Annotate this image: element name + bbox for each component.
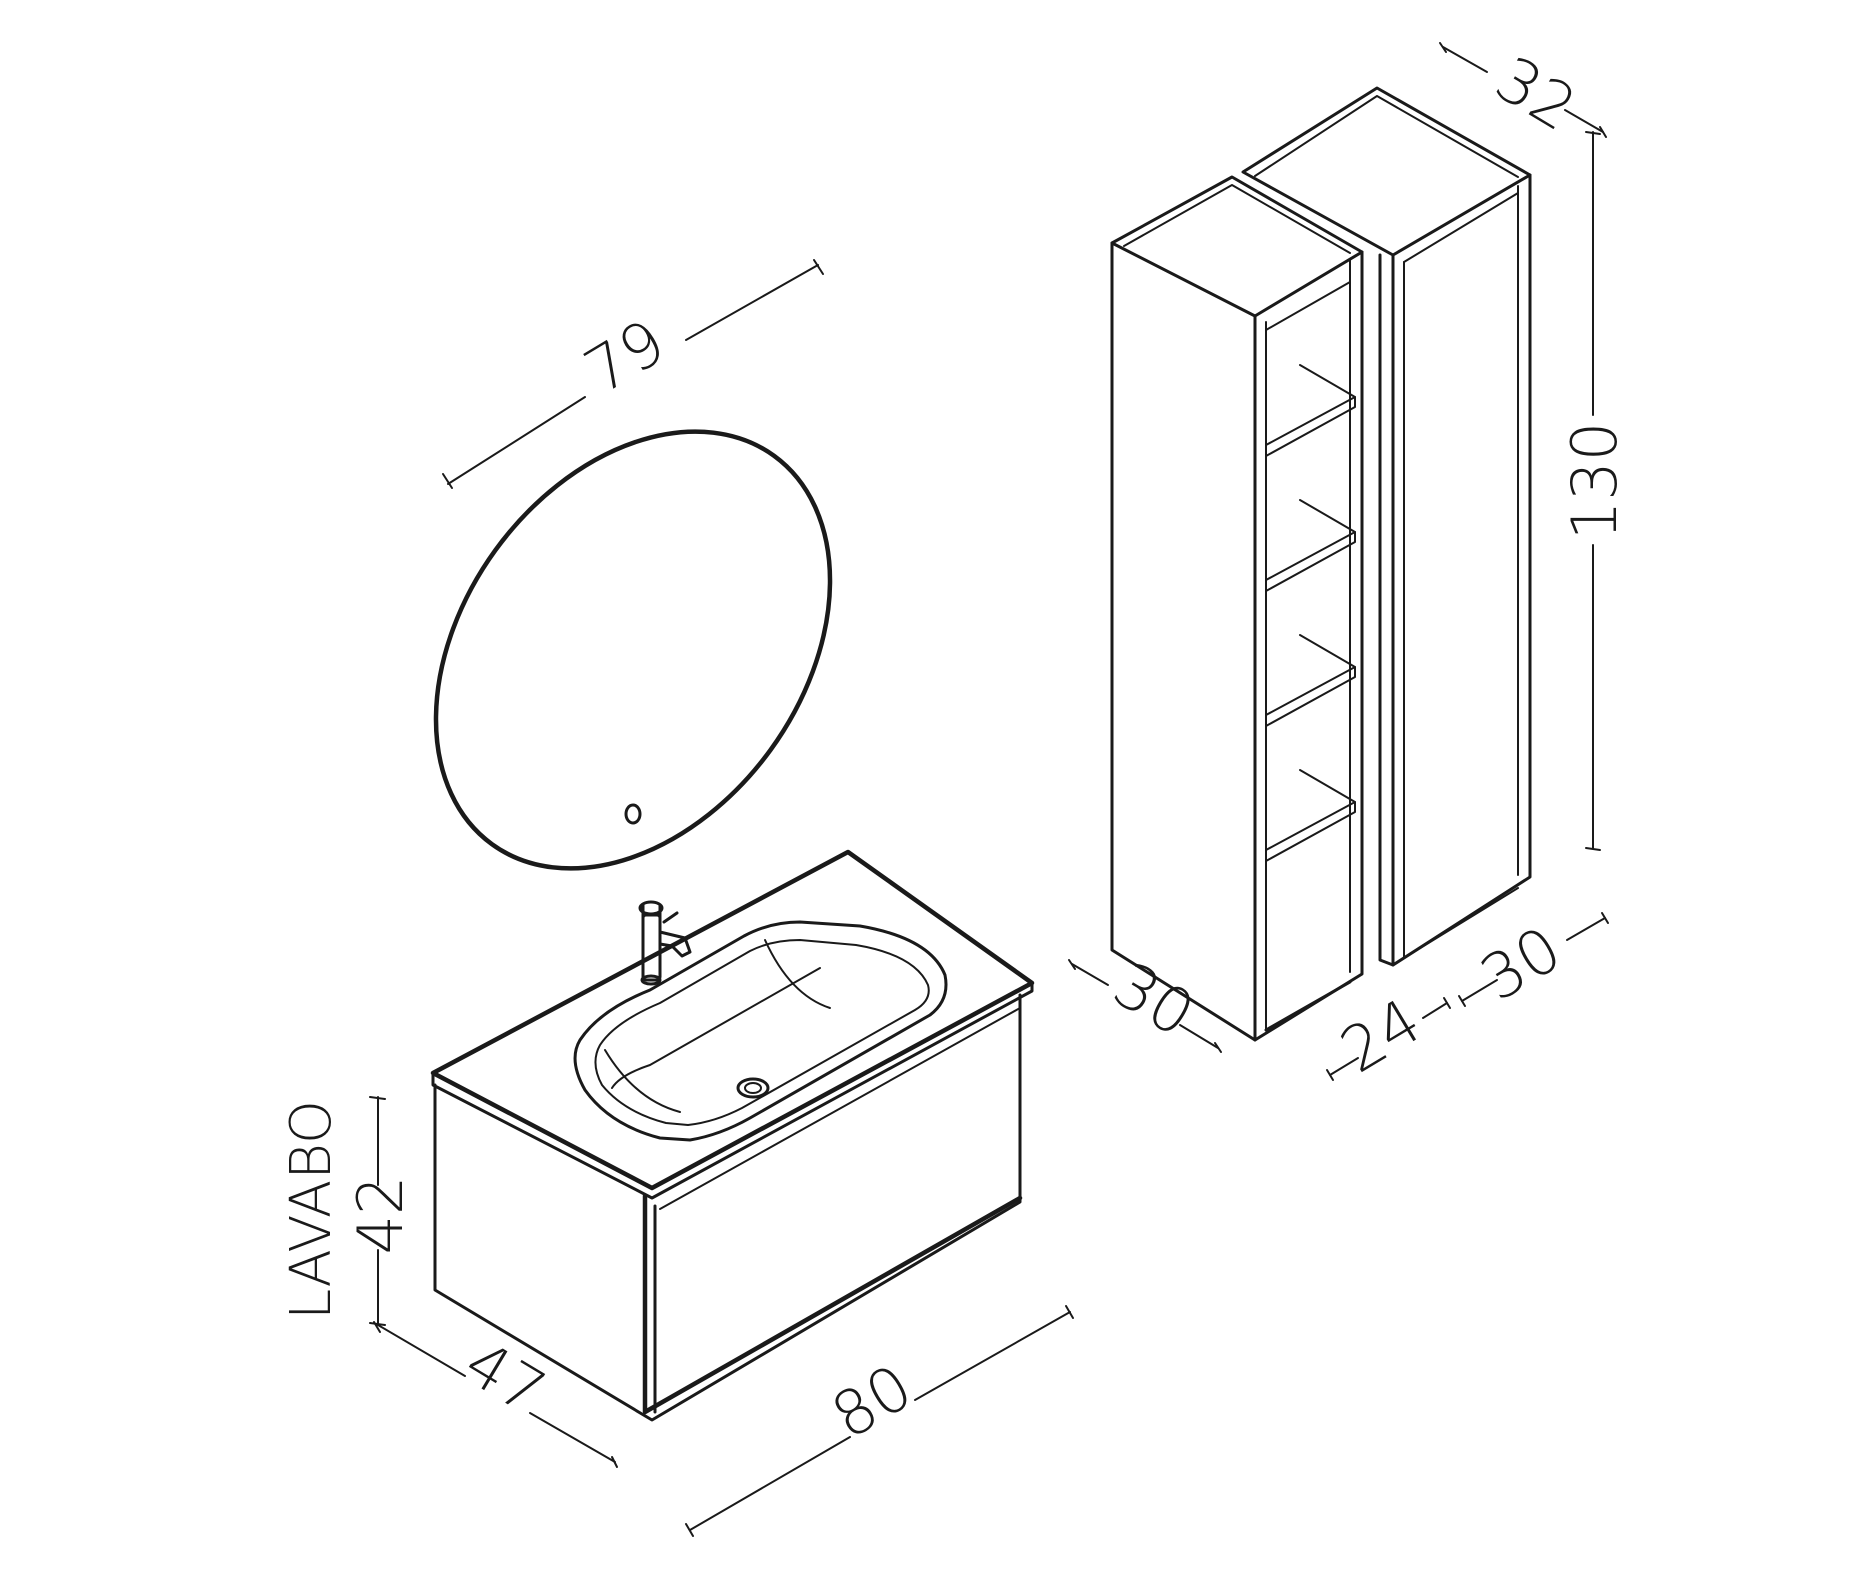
basin-name-label: LAVABO bbox=[279, 1100, 344, 1320]
faucet-icon bbox=[638, 900, 692, 986]
mirror-diameter-label: 79 bbox=[572, 305, 677, 408]
basin-depth-dimension-line bbox=[373, 1321, 618, 1468]
basin-depth-label: 47 bbox=[452, 1326, 557, 1429]
column-closed-width-label: 30 bbox=[1468, 912, 1573, 1015]
basin-width-dimension-line bbox=[685, 1305, 1074, 1537]
basin-width-label: 80 bbox=[819, 1350, 924, 1453]
column-gap-dimension-line bbox=[1326, 997, 1451, 1081]
column-depth-dimension-line bbox=[1439, 42, 1607, 138]
closed-door-column bbox=[1241, 86, 1532, 967]
round-mirror bbox=[433, 429, 833, 871]
basin-height-dimension-line bbox=[369, 1096, 386, 1326]
column-top-depth-label: 32 bbox=[1483, 42, 1588, 145]
basin-height-label: 42 bbox=[344, 1176, 417, 1255]
basin-drain-icon bbox=[736, 1077, 770, 1099]
column-height-label: 130 bbox=[1558, 422, 1631, 540]
mirror-dimension-line bbox=[442, 259, 824, 489]
column-closed-width-dimension-line bbox=[1458, 912, 1609, 1007]
open-shelf-column bbox=[1110, 175, 1364, 1042]
column-height-dimension-line bbox=[1585, 131, 1601, 851]
column-open-width-label: 30 bbox=[1101, 948, 1206, 1051]
column-open-width-dimension-line bbox=[1068, 959, 1222, 1053]
mirror-touch-switch-icon bbox=[624, 803, 642, 825]
basin-cabinet bbox=[430, 849, 1035, 1422]
column-gap-label: 24 bbox=[1328, 984, 1433, 1087]
